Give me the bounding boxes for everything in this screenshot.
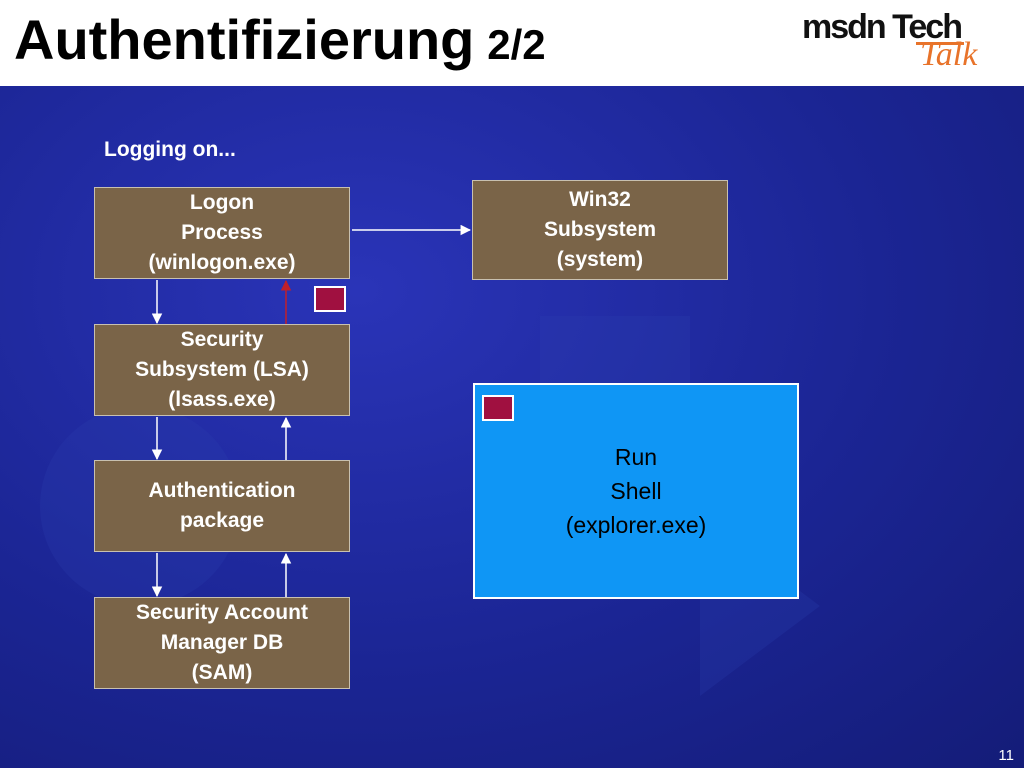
node-run-shell: Run Shell (explorer.exe): [473, 383, 799, 599]
slide-title-suffix: 2/2: [487, 21, 546, 68]
msdn-techtalk-logo: msdn Tech Talk: [798, 8, 1010, 73]
node-security-subsystem-lsa: Security Subsystem (LSA) (lsass.exe): [94, 324, 350, 416]
marker-square-shell: [482, 395, 514, 421]
slide-title: Authentifizierung 2/2: [14, 2, 546, 86]
node-auth-line-1: Authentication: [148, 479, 296, 502]
node-sam-line-1: Security Account: [136, 601, 308, 624]
diagram-arrows: [151, 224, 472, 598]
node-lsa-line-3: (lsass.exe): [168, 388, 276, 411]
slide-title-main: Authentifizierung: [14, 8, 475, 71]
node-logon-line-1: Logon: [189, 191, 255, 214]
node-win32-line-2: Subsystem: [543, 218, 657, 241]
node-shell-line-2: Shell: [610, 478, 662, 504]
logo-text-talk: Talk: [920, 36, 978, 73]
node-logon-process: Logon Process (winlogon.exe): [94, 187, 350, 279]
node-sam-line-3: (SAM): [191, 661, 253, 684]
node-logon-line-2: Process: [181, 221, 263, 244]
slide-body: Logging on... Logon Process (winlogon.ex…: [0, 86, 1024, 768]
page-number: 11: [998, 747, 1014, 764]
marker-square-logon: [314, 286, 346, 312]
diagram-caption: Logging on...: [104, 138, 236, 161]
node-lsa-line-2: Subsystem (LSA): [135, 358, 309, 381]
node-lsa-line-1: Security: [180, 328, 264, 351]
slide-header: Authentifizierung 2/2 msdn Tech Talk: [0, 0, 1024, 86]
node-win32-line-3: (system): [556, 248, 644, 271]
node-security-account-manager: Security Account Manager DB (SAM): [94, 597, 350, 689]
node-authentication-package: Authentication package: [94, 460, 350, 552]
node-shell-line-3: (explorer.exe): [565, 512, 707, 538]
node-shell-line-1: Run: [614, 444, 658, 470]
node-auth-line-2: package: [179, 509, 265, 532]
logon-diagram: Logging on... Logon Process (winlogon.ex…: [0, 86, 1024, 768]
logo-text-msdn: msdn Tech: [802, 8, 963, 46]
node-win32-subsystem: Win32 Subsystem (system): [472, 180, 728, 280]
node-logon-line-3: (winlogon.exe): [148, 251, 296, 274]
logo-underline: [916, 42, 964, 45]
node-win32-line-1: Win32: [569, 188, 631, 211]
node-sam-line-2: Manager DB: [160, 631, 284, 654]
